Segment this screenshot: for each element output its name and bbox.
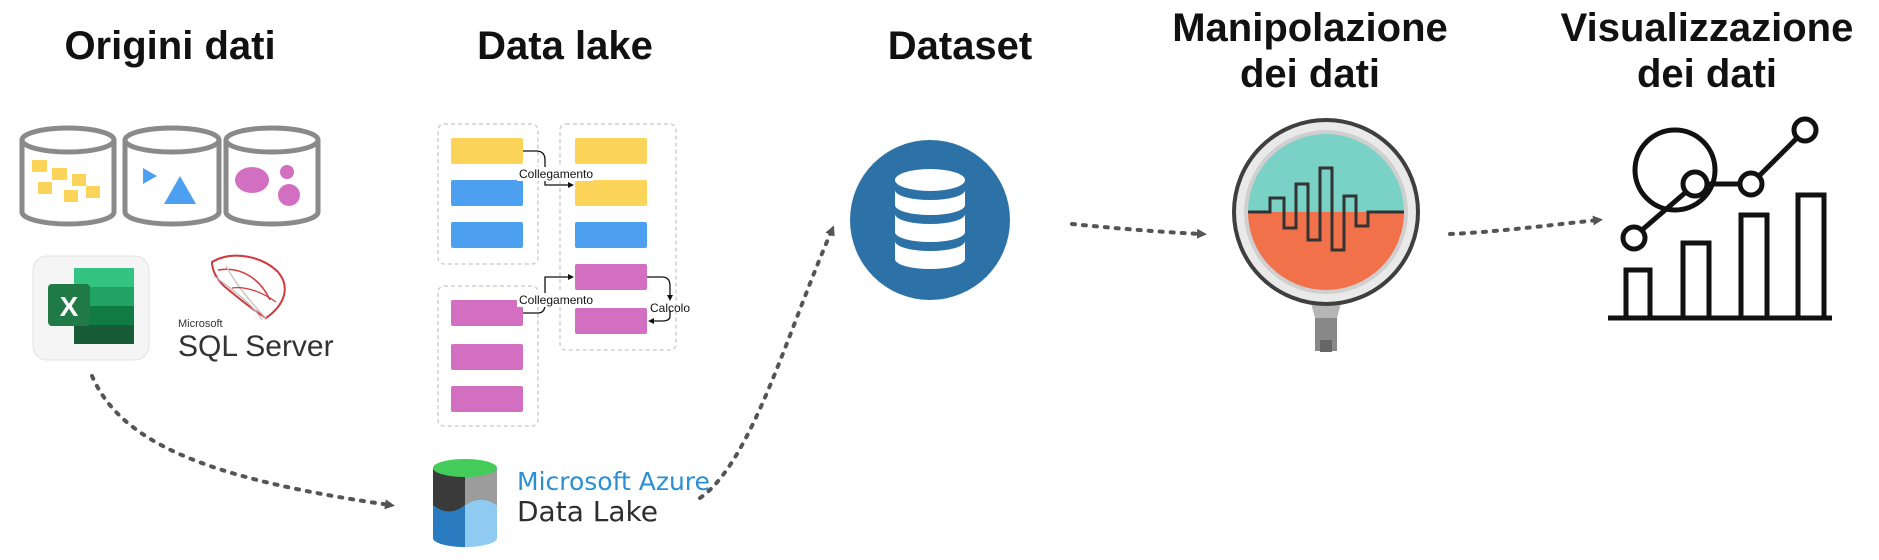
analytics-chart-icon xyxy=(1608,116,1832,321)
azure-line2: Data Lake xyxy=(517,495,658,528)
sql-server-label: SQL Server xyxy=(178,330,334,363)
link-label-2: Collegamento xyxy=(519,293,593,307)
azure-line1: Microsoft Azure xyxy=(517,467,710,496)
cylinder-icon xyxy=(122,125,222,227)
excel-icon: X xyxy=(32,255,150,361)
link-label-1: Collegamento xyxy=(519,167,593,181)
header-manipulation: Manipolazione dei dati xyxy=(1140,4,1480,98)
header-manipulation-line2: dei dati xyxy=(1239,52,1381,96)
excel-letter: X xyxy=(60,291,79,322)
cylinder-icon xyxy=(19,125,117,227)
sql-server-small-label: Microsoft xyxy=(178,318,223,330)
data-lake-diagram: Collegamento Collegamento Calcolo xyxy=(437,123,690,427)
header-manipulation-line1: Manipolazione xyxy=(1172,6,1448,50)
header-visualization-line1: Visualizzazione xyxy=(1560,6,1854,50)
header-visualization: Visualizzazione dei dati xyxy=(1535,4,1879,98)
header-visualization-line2: dei dati xyxy=(1636,52,1778,96)
cylinder-icon xyxy=(223,125,321,227)
magnifier-signal-icon xyxy=(1232,118,1420,352)
header-sources: Origini dati xyxy=(64,24,276,68)
header-dataset: Dataset xyxy=(887,24,1033,68)
calc-label: Calcolo xyxy=(650,301,690,315)
database-icon xyxy=(850,140,1010,300)
dotted-arrow-icon xyxy=(90,215,1603,510)
azure-data-lake-icon: Microsoft Azure Data Lake xyxy=(433,459,710,547)
header-data-lake: Data lake xyxy=(477,24,653,68)
sql-server-icon: Microsoft SQL Server xyxy=(178,254,334,363)
